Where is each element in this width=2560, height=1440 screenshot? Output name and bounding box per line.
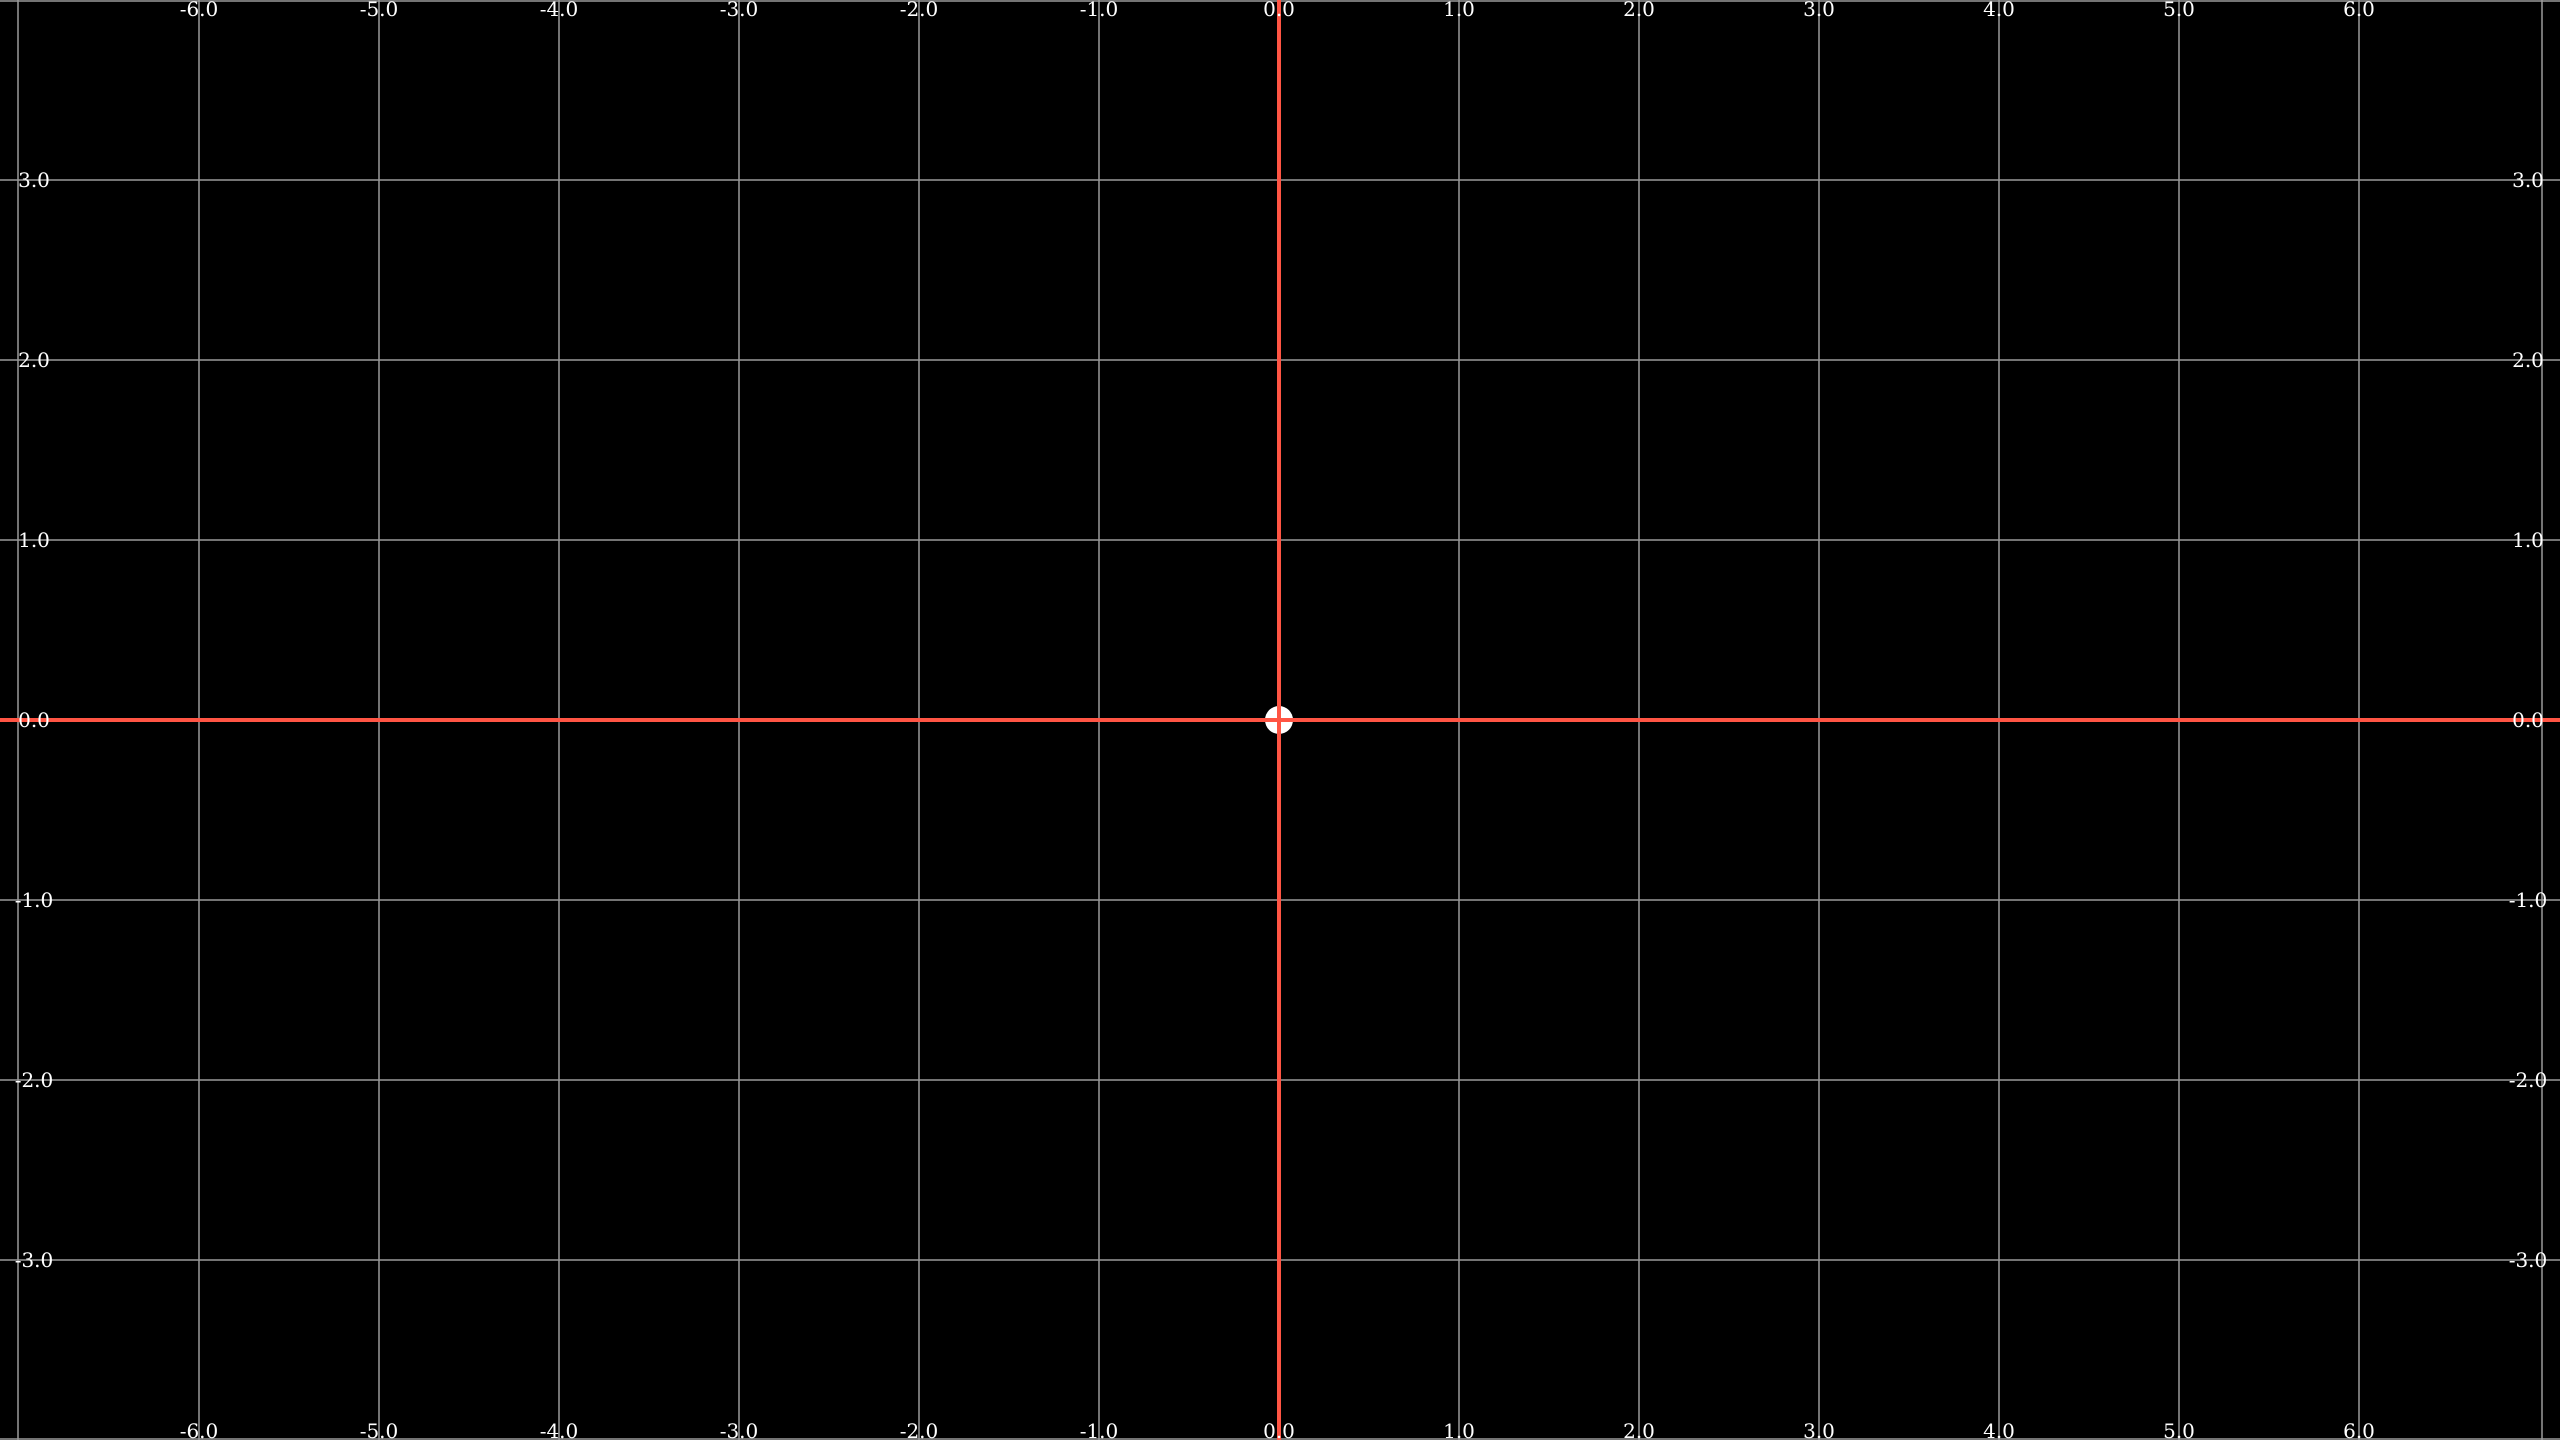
y-tick-label-left: -3.0 bbox=[15, 1248, 54, 1272]
x-tick-label-bottom: 1.0 bbox=[1443, 1419, 1475, 1440]
x-tick-label-top: -3.0 bbox=[720, 0, 759, 21]
y-tick-label-left: 3.0 bbox=[18, 168, 50, 192]
tick-labels: -6.0 -6.0 -5.0 -5.0 -4.0 -4.0 -3.0 -3.0 -2.0 -2.0… bbox=[15, 0, 2548, 1440]
x-tick-label-bottom: 2.0 bbox=[1623, 1419, 1655, 1440]
x-tick-label-bottom: 0.0 bbox=[1263, 1419, 1295, 1440]
y-tick-label-right: 2.0 bbox=[2512, 348, 2544, 372]
x-tick-label-bottom: 3.0 bbox=[1803, 1419, 1835, 1440]
x-tick-label-bottom: 6.0 bbox=[2343, 1419, 2375, 1440]
x-tick-label-top: -5.0 bbox=[360, 0, 399, 21]
y-tick-label-left: 1.0 bbox=[18, 528, 50, 552]
y-tick-label-left: -2.0 bbox=[15, 1068, 54, 1092]
x-tick-label-bottom: -3.0 bbox=[720, 1419, 759, 1440]
x-tick-label-bottom: -5.0 bbox=[360, 1419, 399, 1440]
x-tick-label-top: -6.0 bbox=[180, 0, 219, 21]
x-tick-label-top: 0.0 bbox=[1263, 0, 1295, 21]
x-tick-label-bottom: -2.0 bbox=[900, 1419, 939, 1440]
y-tick-label-right: 1.0 bbox=[2512, 528, 2544, 552]
y-tick-label-right: -2.0 bbox=[2509, 1068, 2548, 1092]
x-tick-label-bottom: -6.0 bbox=[180, 1419, 219, 1440]
x-tick-label-bottom: 5.0 bbox=[2163, 1419, 2195, 1440]
x-tick-label-top: 4.0 bbox=[1983, 0, 2015, 21]
x-tick-label-top: -4.0 bbox=[540, 0, 579, 21]
x-tick-label-top: 6.0 bbox=[2343, 0, 2375, 21]
origin-marker-group bbox=[1265, 706, 1293, 734]
x-tick-label-bottom: 4.0 bbox=[1983, 1419, 2015, 1440]
y-tick-label-right: -3.0 bbox=[2509, 1248, 2548, 1272]
x-tick-label-top: 3.0 bbox=[1803, 0, 1835, 21]
y-tick-label-left: 2.0 bbox=[18, 348, 50, 372]
x-tick-label-top: 2.0 bbox=[1623, 0, 1655, 21]
y-tick-label-left: 0.0 bbox=[18, 708, 50, 732]
x-tick-label-bottom: -4.0 bbox=[540, 1419, 579, 1440]
x-tick-label-bottom: -1.0 bbox=[1080, 1419, 1119, 1440]
x-tick-label-top: 5.0 bbox=[2163, 0, 2195, 21]
y-tick-label-right: 0.0 bbox=[2512, 708, 2544, 732]
x-tick-label-top: -1.0 bbox=[1080, 0, 1119, 21]
y-tick-label-right: 3.0 bbox=[2512, 168, 2544, 192]
x-tick-label-top: -2.0 bbox=[900, 0, 939, 21]
x-tick-label-top: 1.0 bbox=[1443, 0, 1475, 21]
y-tick-label-left: -1.0 bbox=[15, 888, 54, 912]
y-tick-label-right: -1.0 bbox=[2509, 888, 2548, 912]
